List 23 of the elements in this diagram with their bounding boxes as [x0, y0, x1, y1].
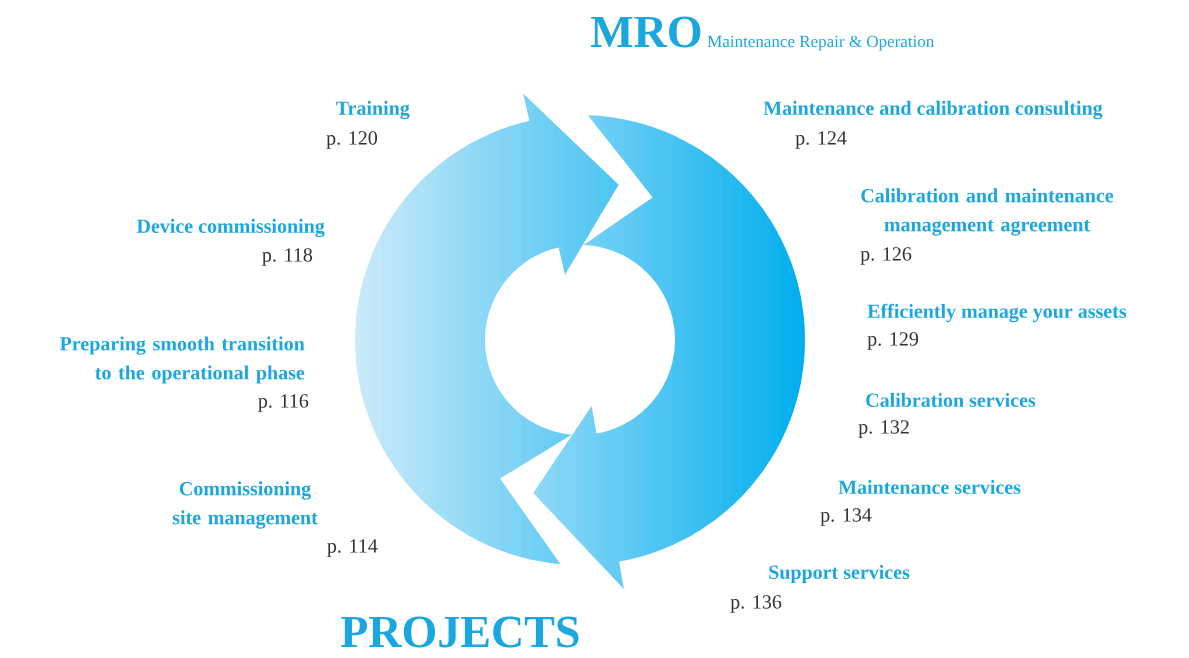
heading: PROJECTS [341, 616, 579, 648]
service-name: Calibration and maintenance management agreement [861, 188, 1114, 236]
service-name: Maintenance services [838, 479, 1021, 494]
service-name: Support services [769, 564, 910, 584]
service-name: Training [336, 100, 410, 120]
service-name: Efficiently manage your assets [867, 303, 1127, 323]
service-name: Commissioning site management [172, 481, 318, 529]
page-number: p. 120 [326, 131, 378, 149]
page-number: p. 129 [867, 332, 919, 350]
service-name: Device commissioning [136, 218, 325, 238]
page-number: p. 118 [262, 248, 313, 266]
service-name: Calibration services [866, 392, 1036, 407]
service-name: Preparing smooth transition to the operational phase [59, 336, 305, 384]
page-number: p. 134 [820, 508, 872, 526]
page-number: p. 136 [730, 595, 782, 613]
page-number: p. 114 [327, 539, 378, 557]
page-number: p. 132 [858, 420, 909, 438]
subheading: Maintenance Repair & Operation [707, 35, 935, 51]
page-number: p. 124 [795, 131, 847, 149]
page-number: p. 116 [258, 394, 309, 412]
page-number: p. 126 [860, 247, 912, 265]
heading: MRO [591, 16, 701, 48]
service-name: Maintenance and calibration consulting [763, 100, 1103, 120]
